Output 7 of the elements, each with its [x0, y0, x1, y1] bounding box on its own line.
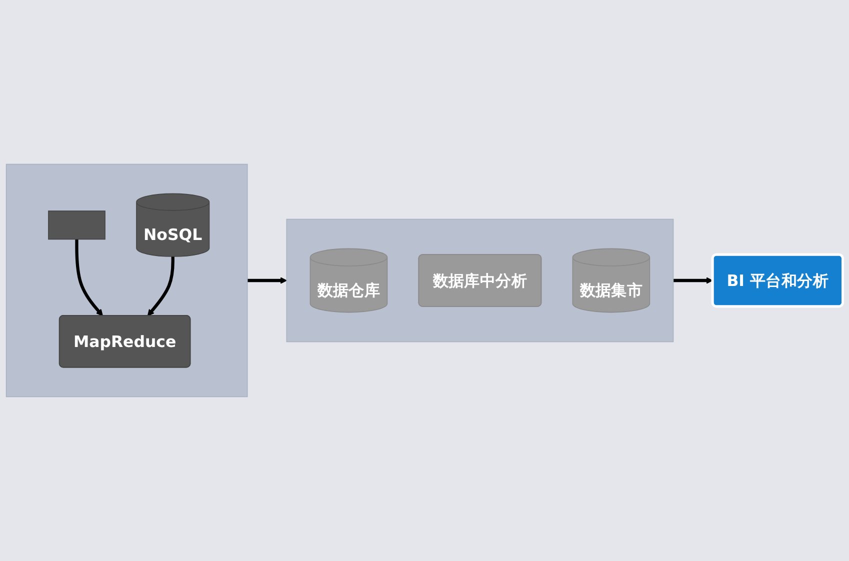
- cluster: [6, 164, 248, 398]
- arrow: [147, 256, 174, 316]
- node-box: [48, 210, 106, 240]
- arrow: [247, 277, 287, 284]
- arrow: [75, 239, 103, 316]
- cluster: [286, 218, 674, 342]
- arrow: [673, 277, 713, 284]
